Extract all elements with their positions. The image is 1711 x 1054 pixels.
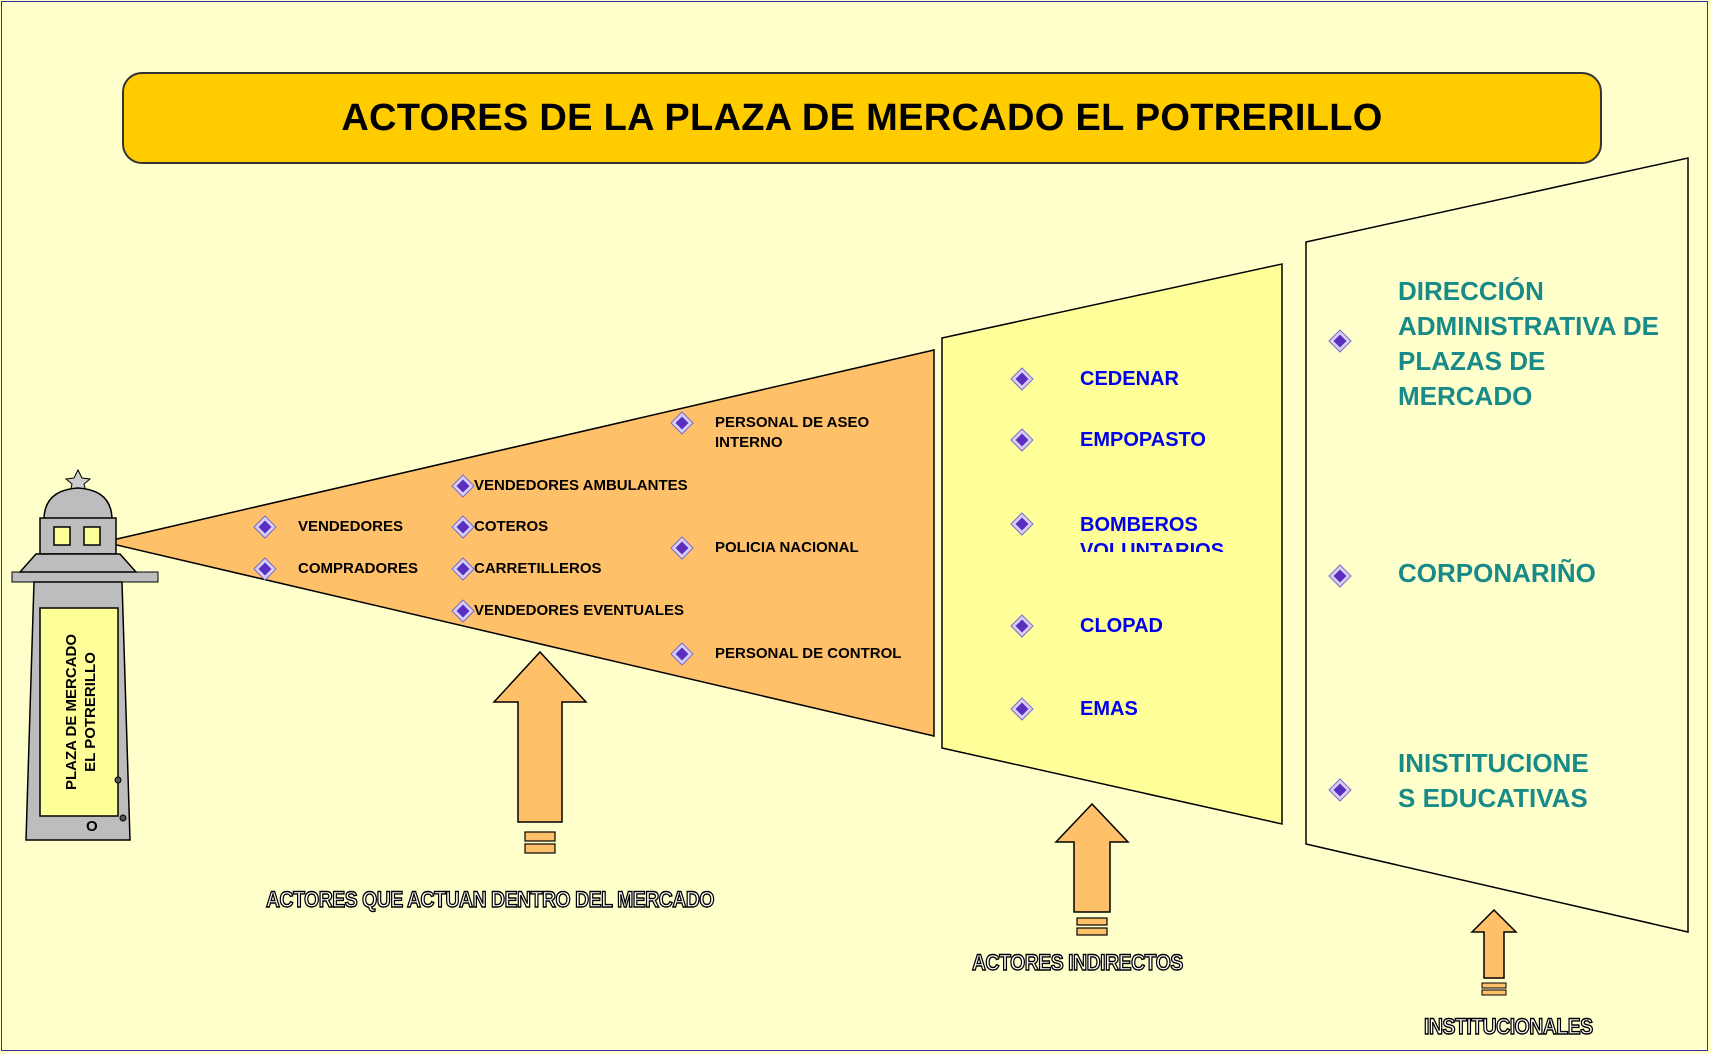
institutional-actor-educativas: INISTITUCIONE S EDUCATIVAS [1398, 748, 1589, 813]
indirect-panel [941, 263, 1283, 825]
institutional-panel [1305, 157, 1689, 933]
actors-cone [103, 349, 935, 737]
indirect-actor-bomberos: BOMBEROS VOLUNTARIOS [1080, 514, 1225, 552]
institutional-actor-direccion: DIRECCIÓN ADMINISTRATIVA DE PLAZAS DE ME… [1398, 276, 1659, 411]
actor-vendedores: VENDEDORES [298, 518, 404, 535]
actor-compradores: COMPRADORES [298, 560, 419, 577]
indirect-actor-emas: EMAS [1080, 698, 1138, 720]
building-label-line2: EL POTRERILLO [82, 652, 100, 772]
caption-inside: ACTORES QUE ACTUAN DENTRO DEL MERCADO [265, 886, 715, 912]
indirect-actor-empopasto: EMPOPASTO [1080, 429, 1206, 451]
institutional-actor-corponarino: CORPONARIÑO [1398, 558, 1596, 588]
indirect-actor-cedenar: CEDENAR [1080, 368, 1179, 390]
actor-personal-aseo: PERSONAL DE ASEO INTERNO [715, 414, 870, 451]
actor-carretilleros: CARRETILLEROS [474, 560, 602, 577]
actor-coteros: COTEROS [474, 518, 549, 535]
arrow-institutional [1470, 908, 1518, 996]
arrow-indirect [1054, 802, 1130, 936]
actor-personal-control: PERSONAL DE CONTROL [715, 645, 902, 662]
arrow-inside [493, 651, 587, 854]
actor-policia: POLICIA NACIONAL [715, 539, 859, 556]
market-building-icon [11, 468, 159, 841]
caption-institutional: INSTITUCIONALES [1423, 1013, 1593, 1039]
building-door-letter: O [86, 818, 98, 835]
indirect-actor-clopad: CLOPAD [1080, 615, 1163, 637]
actor-vendedores-ambulantes: VENDEDORES AMBULANTES [474, 477, 688, 494]
caption-indirect: ACTORES INDIRECTOS [971, 949, 1183, 975]
title-banner: ACTORES DE LA PLAZA DE MERCADO EL POTRER… [122, 72, 1602, 164]
building-label-line1: PLAZA DE MERCADO [63, 633, 81, 791]
diagram-title: ACTORES DE LA PLAZA DE MERCADO EL POTRER… [341, 96, 1383, 139]
building-label: PLAZA DE MERCADO EL POTRERILLO [46, 618, 116, 806]
actor-vendedores-eventuales: VENDEDORES EVENTUALES [474, 602, 685, 619]
